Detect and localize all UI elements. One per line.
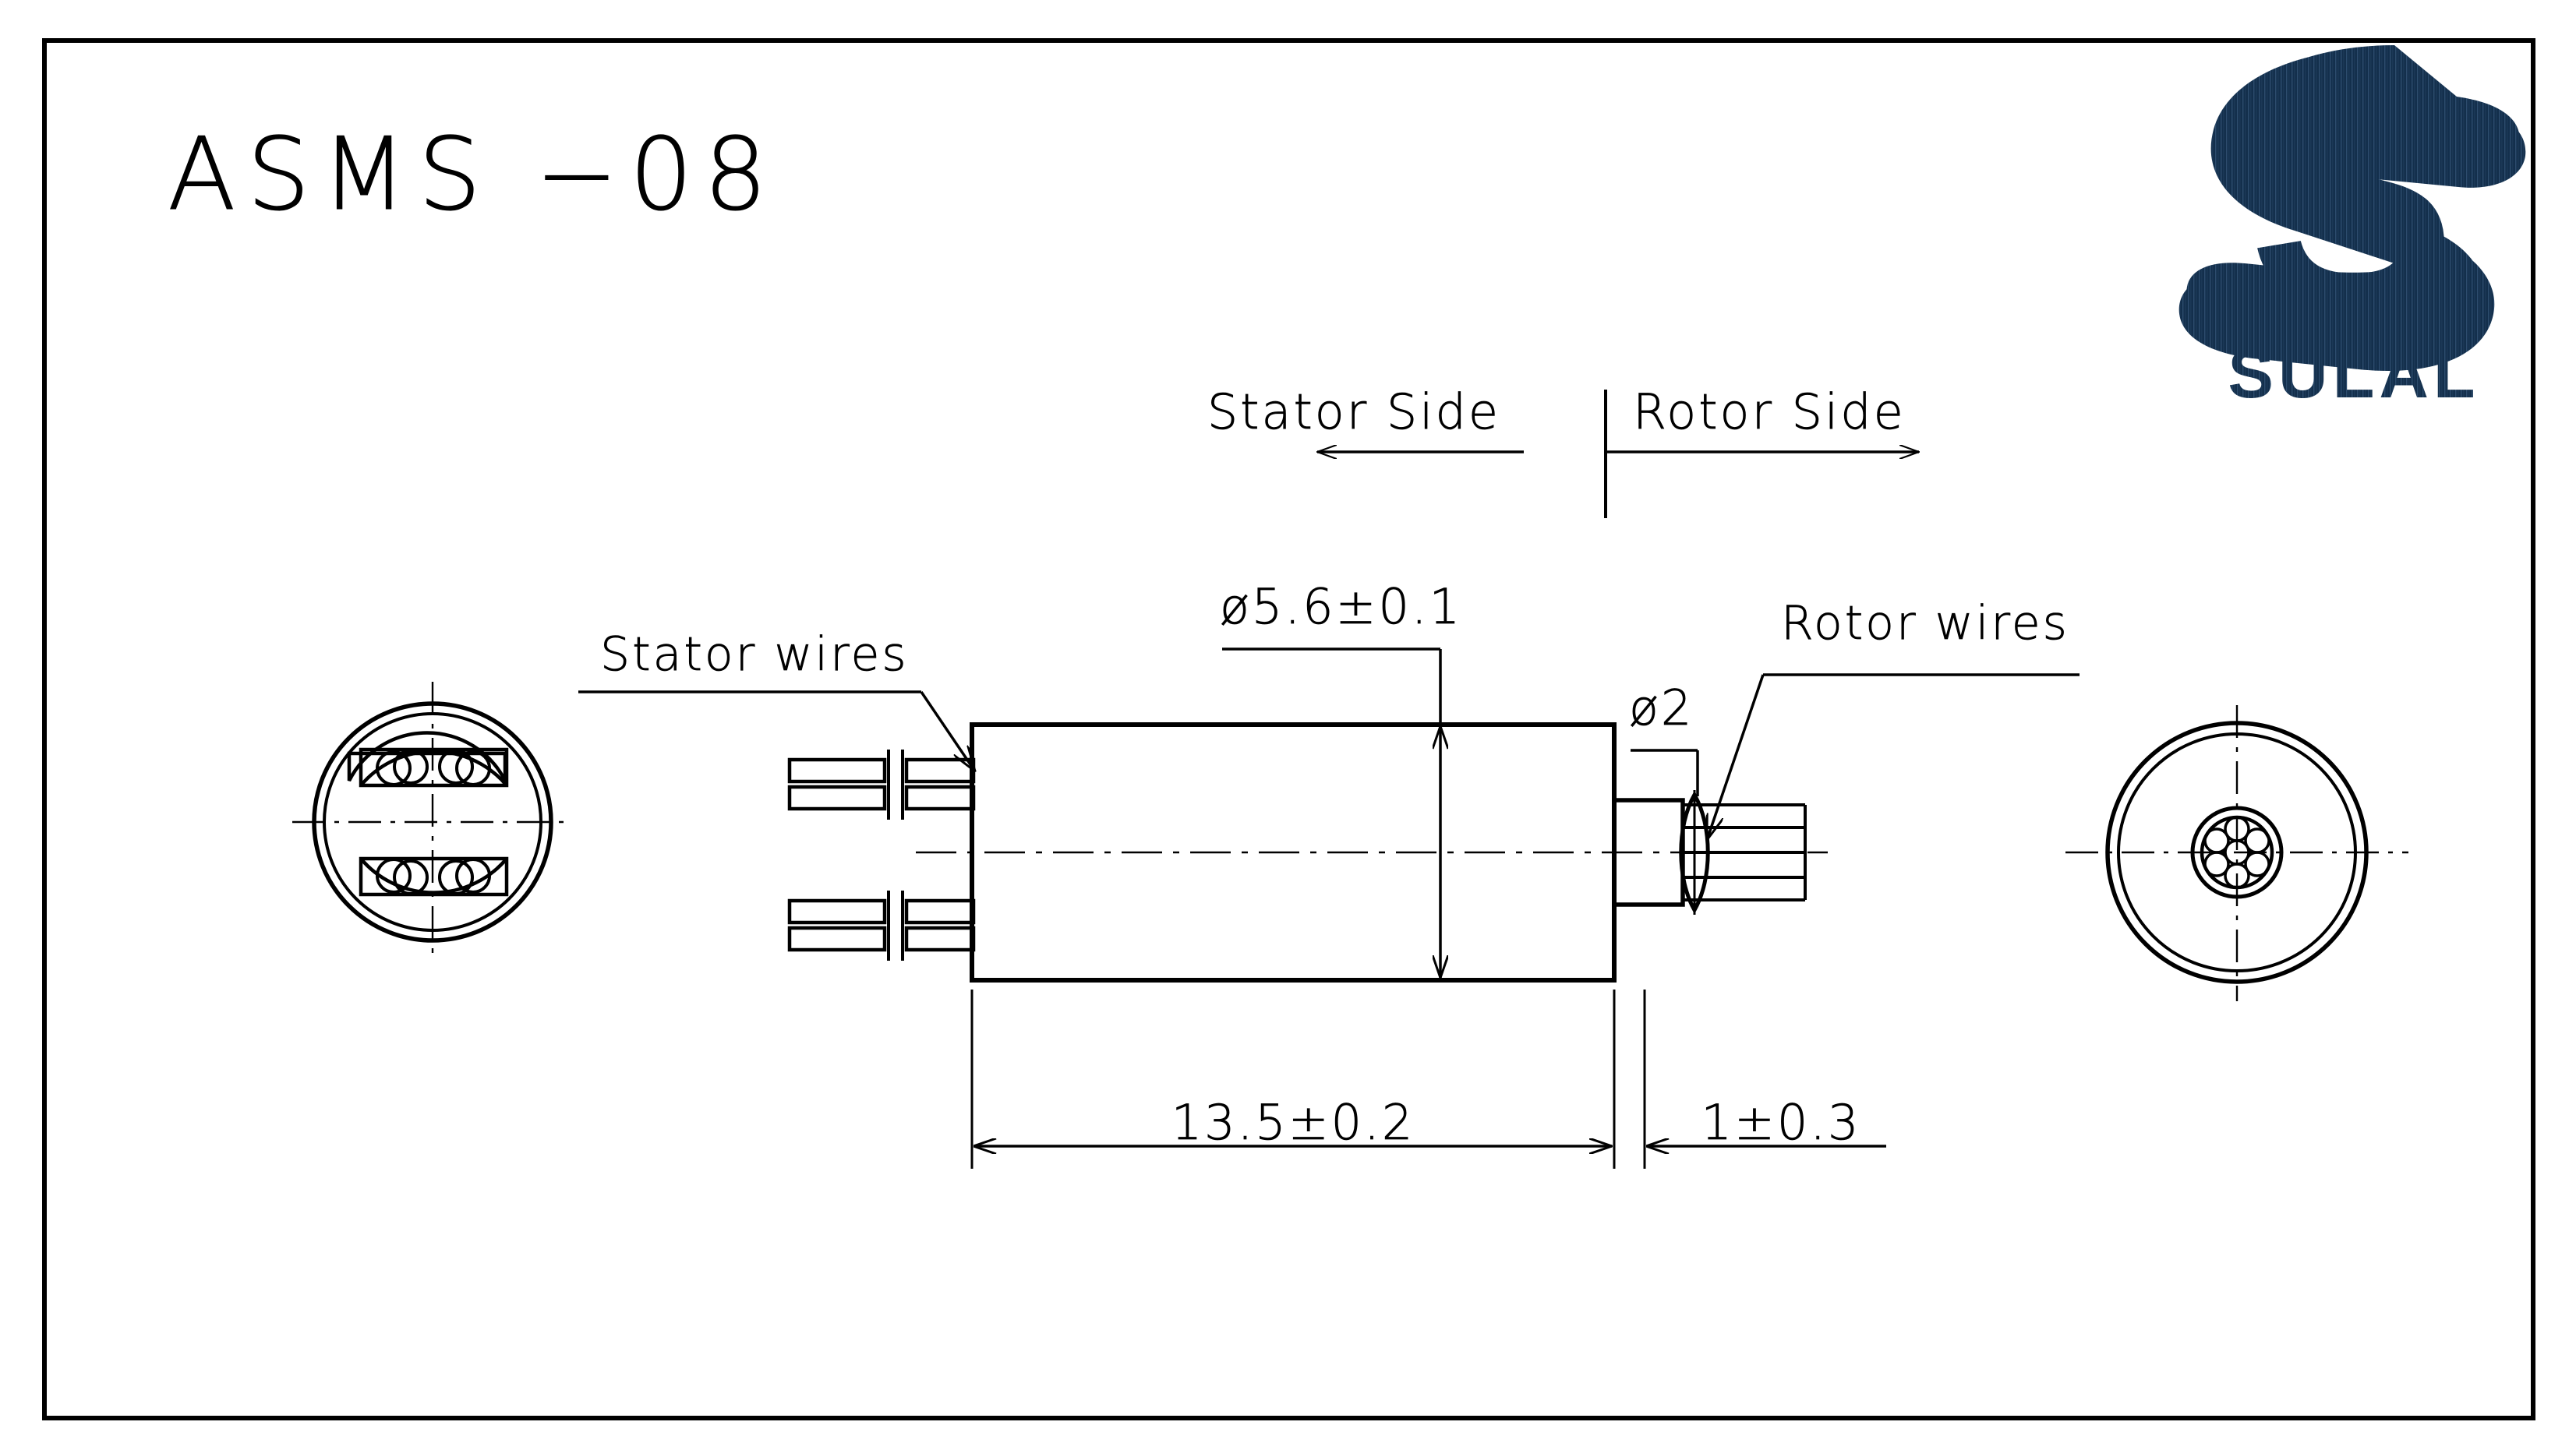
rotor-wires-callout: Rotor wires	[1705, 596, 2080, 840]
rotor-strand	[2224, 863, 2250, 889]
stator-outer-circle	[312, 701, 553, 943]
rotor-outer-circle	[2105, 721, 2369, 984]
dim-shaft-length: 1±0.3	[1643, 990, 1886, 1169]
rotor-inner-circle	[2117, 732, 2357, 972]
orientation-indicator: Stator Side Rotor Side	[1207, 383, 1919, 518]
stator-wire-dot	[393, 859, 429, 895]
rotor-strand	[2203, 827, 2230, 854]
dim-body-diameter: ø5.6±0.1	[1220, 578, 1462, 978]
stator-wires-lower	[787, 891, 976, 961]
stator-wire-dot	[376, 750, 412, 786]
page-title: ASMS −08	[168, 117, 778, 233]
stator-wire-dot	[376, 858, 412, 894]
rotor-strand	[2244, 827, 2270, 854]
sheet-border	[42, 38, 2535, 1420]
dim-shaft-length-label: 1±0.3	[1701, 1094, 1861, 1151]
rotor-wires-label: Rotor wires	[1781, 596, 2069, 651]
stator-wires-leader-d	[920, 691, 975, 771]
rotor-strand	[2244, 851, 2270, 877]
logo-s-glyph: S	[2249, 22, 2457, 370]
rotor-end-view	[2065, 705, 2408, 1001]
sulal-logo-mark: S	[2178, 22, 2526, 372]
dim-shaft-diameter: ø2	[1629, 679, 1699, 796]
rotor-strand	[2203, 851, 2230, 877]
stator-end-view	[292, 682, 573, 962]
side-section-view	[787, 722, 1828, 983]
dim-body-diameter-label: ø5.6±0.1	[1220, 578, 1462, 635]
rotor-strand	[2224, 816, 2250, 842]
dim-shaft-diameter-label: ø2	[1629, 679, 1694, 736]
stator-wire-dot	[438, 749, 474, 785]
rotor-wires-bundle	[1683, 803, 1807, 901]
stator-inner-circle	[323, 712, 542, 932]
rotor-side-label: Rotor Side	[1633, 383, 1906, 440]
stator-side-label: Stator Side	[1207, 383, 1500, 440]
stator-wire-dot	[455, 750, 491, 786]
stator-wire-dot	[455, 858, 491, 894]
stator-wires-callout: Stator wires	[578, 627, 975, 771]
rotor-bundle-outer	[2190, 806, 2284, 899]
dim-body-length: 13.5±0.2	[970, 990, 1616, 1169]
rotor-wires-leader-d	[1705, 674, 1765, 840]
stator-wires-upper	[787, 750, 976, 820]
stator-wire-dot	[393, 749, 429, 785]
dim-body-length-label: 13.5±0.2	[1171, 1094, 1415, 1151]
stator-wire-dot	[438, 859, 474, 895]
stator-wires-label: Stator wires	[600, 627, 909, 682]
sulal-wordmark: SULAL	[2228, 335, 2479, 412]
